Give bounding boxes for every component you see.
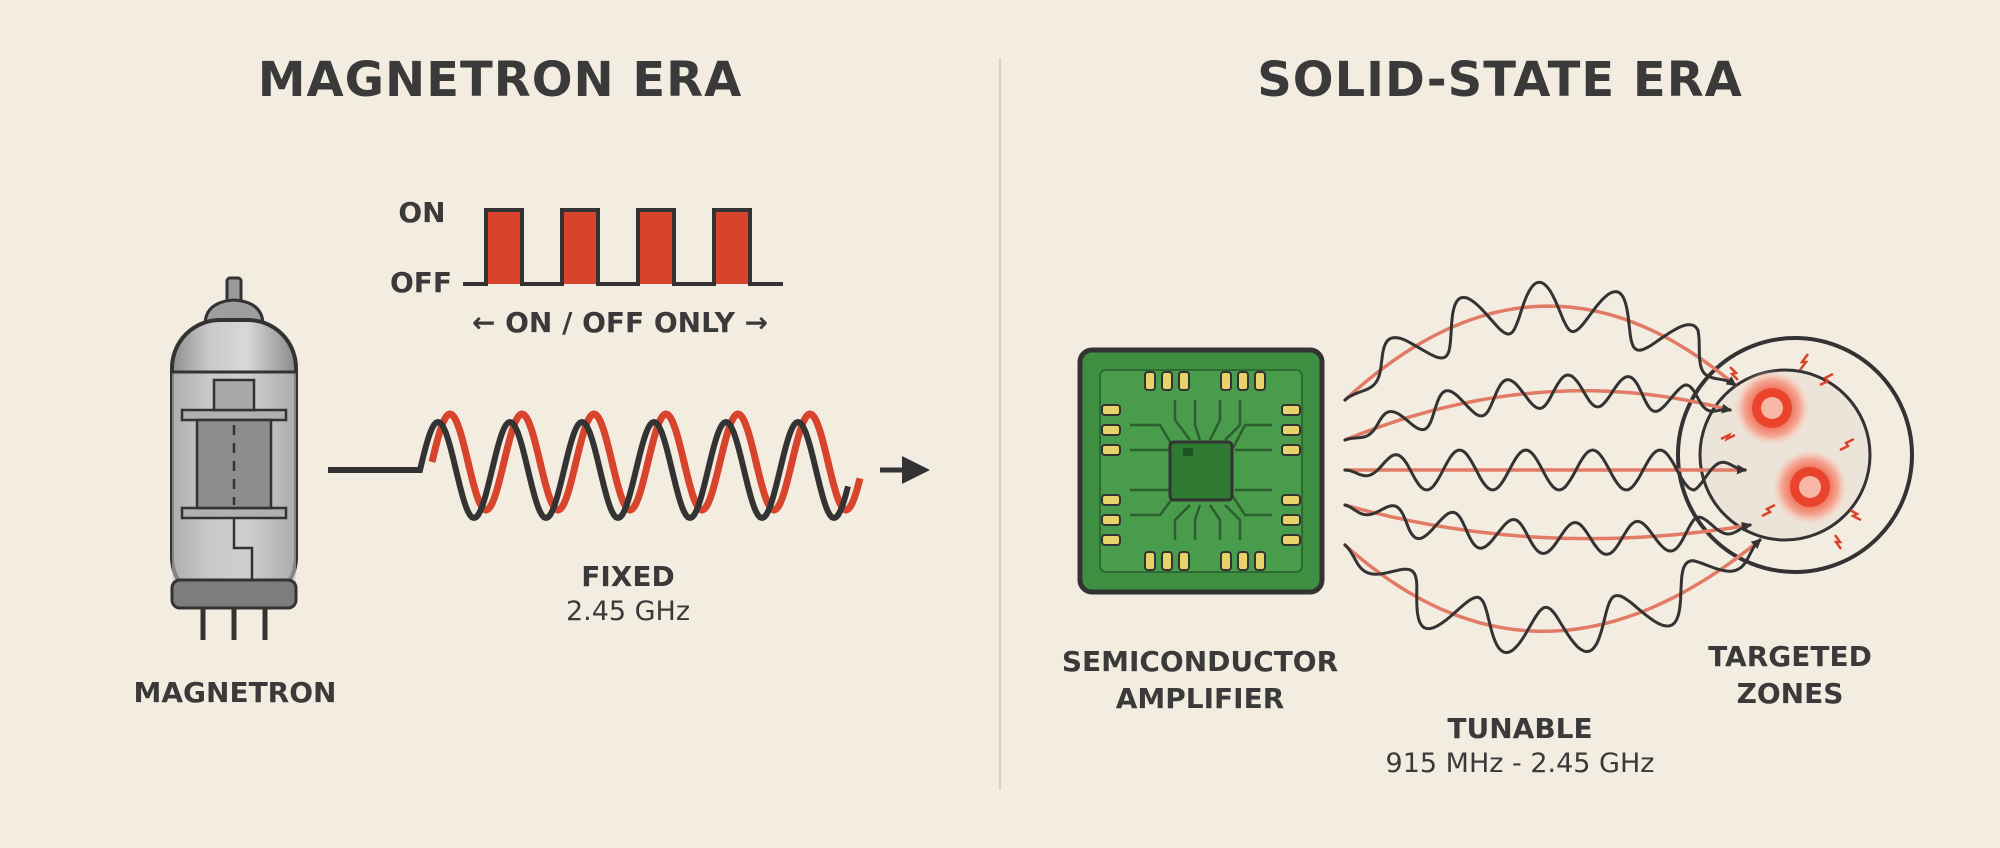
chip-pin: [1144, 371, 1156, 391]
chip-pin: [1220, 551, 1232, 571]
fixed-label: FIXED: [581, 560, 675, 593]
panel-divider: [999, 58, 1001, 790]
tunable-wave: [1343, 538, 1762, 655]
off-label: OFF: [389, 266, 453, 299]
chip-pin: [1254, 371, 1266, 391]
chip-pin: [1101, 444, 1121, 456]
chip-pin: [1101, 404, 1121, 416]
semiconductor-label: SEMICONDUCTOR: [1061, 645, 1339, 678]
amplifier-label: AMPLIFIER: [1115, 682, 1285, 715]
chip-pin: [1178, 551, 1190, 571]
magnetron-label: MAGNETRON: [133, 676, 337, 709]
chip-pin: [1254, 551, 1266, 571]
chip-pin: [1281, 494, 1301, 506]
semiconductor-chip-icon: [1077, 347, 1325, 595]
on-off-only-caption: ← ON / OFF ONLY →: [471, 306, 769, 339]
fixed-frequency-wave: [328, 410, 930, 522]
chip-pin: [1220, 371, 1232, 391]
tunable-frequency-waves: [1343, 280, 1762, 655]
tunable-label: TUNABLE: [1447, 712, 1593, 745]
chip-pin: [1101, 494, 1121, 506]
tunable-beam-guide: [1343, 389, 1732, 442]
chip-pin: [1237, 371, 1249, 391]
chip-pin: [1144, 551, 1156, 571]
magnetron-era-title: MAGNETRON ERA: [257, 52, 743, 108]
tunable-beam-guide: [1343, 304, 1737, 402]
tunable-frequency-range: 915 MHz - 2.45 GHz: [1385, 748, 1655, 779]
tunable-wave: [1343, 373, 1732, 442]
chip-pin: [1101, 534, 1121, 546]
tunable-wave: [1343, 503, 1752, 556]
zones-label: ZONES: [1736, 677, 1844, 710]
chip-pin: [1281, 404, 1301, 416]
tunable-beam-guide: [1343, 503, 1752, 541]
magnetron-tube-icon: [170, 276, 298, 640]
solid-state-era-title: SOLID-STATE ERA: [1257, 52, 1743, 108]
fixed-frequency-value: 2.45 GHz: [565, 596, 691, 627]
tunable-beam-guide: [1343, 538, 1762, 634]
on-label: ON: [398, 196, 446, 229]
chip-pin: [1237, 551, 1249, 571]
chip-pin: [1101, 514, 1121, 526]
chip-pin: [1161, 551, 1173, 571]
tunable-wave: [1343, 448, 1747, 492]
chip-pin: [1178, 371, 1190, 391]
on-off-pulse-graph: [463, 208, 783, 286]
tunable-wave: [1343, 280, 1737, 402]
targeted-label: TARGETED: [1708, 640, 1872, 673]
chip-pin: [1281, 424, 1301, 436]
chip-pin: [1101, 424, 1121, 436]
chip-pin: [1281, 534, 1301, 546]
chip-pin: [1161, 371, 1173, 391]
chip-pin: [1281, 514, 1301, 526]
chip-pin: [1281, 444, 1301, 456]
targeted-zones-icon: [1676, 336, 1914, 574]
